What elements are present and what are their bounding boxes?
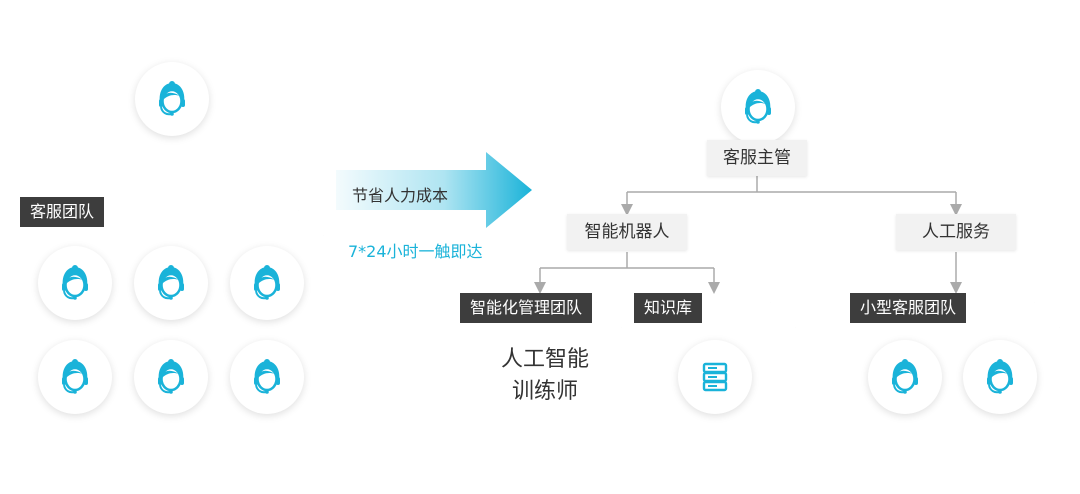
agent-icon [55, 263, 95, 303]
team-member-avatar [134, 340, 208, 414]
agent-icon [55, 357, 95, 397]
transition-arrow [336, 152, 532, 228]
supervisor-avatar [135, 62, 209, 136]
knowledge-base-badge [678, 340, 752, 414]
manager-node: 客服主管 [707, 140, 807, 176]
manager-avatar [721, 70, 795, 144]
agent-icon [738, 87, 778, 127]
agent-icon [151, 357, 191, 397]
agent-icon [980, 357, 1020, 397]
arrow-label: 节省人力成本 [352, 186, 449, 205]
availability-tagline: 7*24小时一触即达 [348, 242, 483, 261]
smart-team-label: 智能化管理团队 [460, 293, 593, 323]
team-member-avatar [134, 246, 208, 320]
agent-icon [247, 263, 287, 303]
human-service-node: 人工服务 [896, 214, 1016, 250]
trainer-text: 人工智能 训练师 [500, 347, 589, 404]
agent-icon [247, 357, 287, 397]
team-member-avatar [230, 246, 304, 320]
knowledge-base-label: 知识库 [634, 293, 703, 323]
small-team-member-avatar [868, 340, 942, 414]
team-member-avatar [38, 246, 112, 320]
smart-team-panel [460, 302, 622, 432]
agent-icon [152, 79, 192, 119]
team-label: 客服团队 [20, 197, 105, 227]
database-server-icon [702, 362, 728, 392]
agent-icon [885, 357, 925, 397]
small-team-member-avatar [963, 340, 1037, 414]
small-team-label: 小型客服团队 [850, 293, 967, 323]
robot-node: 智能机器人 [567, 214, 687, 250]
team-member-avatar [38, 340, 112, 414]
team-member-avatar [230, 340, 304, 414]
agent-icon [151, 263, 191, 303]
